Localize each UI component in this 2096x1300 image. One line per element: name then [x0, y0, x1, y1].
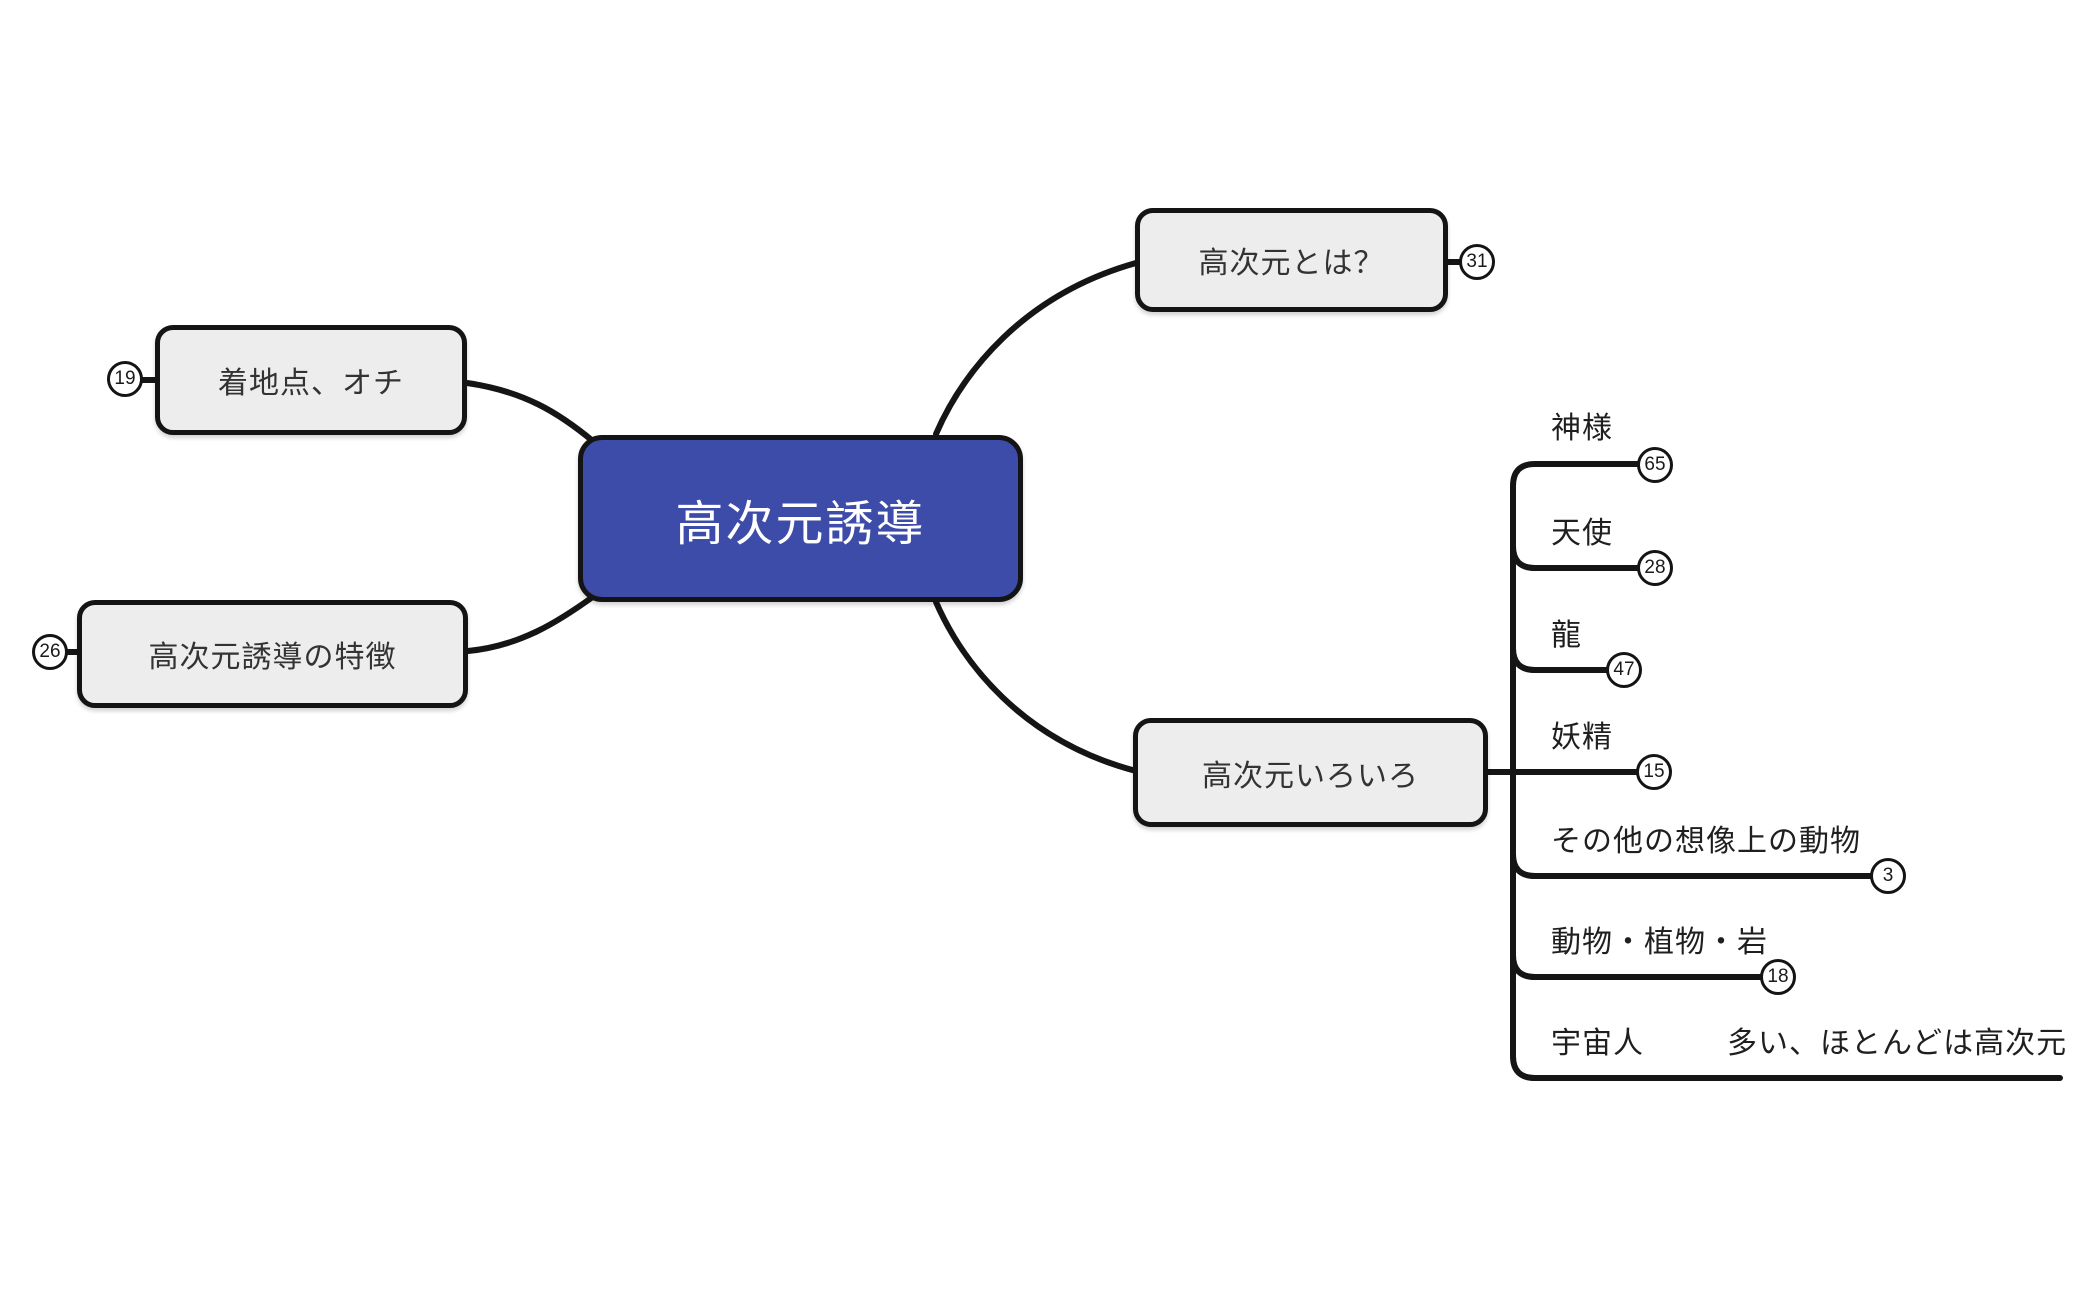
- edge-animals-plants-rocks: [1510, 952, 1766, 980]
- central-topic-label: 高次元誘導: [675, 497, 926, 551]
- count-badge-gods[interactable]: 65: [1637, 447, 1673, 483]
- node-landing-point[interactable]: 着地点、オチ: [155, 325, 467, 435]
- count-badge-animals-plants-rocks[interactable]: 18: [1760, 959, 1796, 995]
- edge-angels: [1510, 543, 1642, 571]
- edge-other-imaginary: [1510, 851, 1876, 879]
- node-landing-point-label: 着地点、オチ: [218, 367, 404, 400]
- node-what-is[interactable]: 高次元とは？: [1135, 208, 1448, 312]
- note-aliens-detail[interactable]: 多い、ほとんどは高次元: [1727, 1027, 2068, 1060]
- subtopic-dragon[interactable]: 龍: [1551, 619, 1582, 652]
- count-badge-other-imaginary-animals[interactable]: 3: [1870, 858, 1906, 894]
- subtopic-fairy[interactable]: 妖精: [1551, 721, 1613, 754]
- node-features[interactable]: 高次元誘導の特徴: [77, 600, 468, 708]
- subtopic-other-imaginary-animals[interactable]: その他の想像上の動物: [1551, 825, 1861, 858]
- edge-dragon: [1510, 645, 1611, 673]
- subtopic-gods[interactable]: 神様: [1551, 412, 1613, 445]
- subtopic-animals-plants-rocks[interactable]: 動物・植物・岩: [1551, 926, 1768, 959]
- edge-root-to-what-is: [933, 260, 1139, 437]
- edge-root-to-features: [465, 593, 597, 654]
- count-badge-angels[interactable]: 28: [1637, 550, 1673, 586]
- central-topic[interactable]: 高次元誘導: [578, 435, 1023, 602]
- node-various[interactable]: 高次元いろいろ: [1133, 718, 1488, 827]
- edge-root-to-landing: [464, 380, 597, 445]
- count-badge-dragon[interactable]: 47: [1606, 652, 1642, 688]
- count-badge-fairy[interactable]: 15: [1636, 754, 1672, 790]
- node-features-label: 高次元誘導の特徴: [148, 641, 397, 674]
- subtopic-aliens[interactable]: 宇宙人: [1551, 1027, 1644, 1060]
- node-what-is-label: 高次元とは？: [1198, 247, 1385, 280]
- count-badge-features[interactable]: 26: [32, 634, 68, 670]
- edge-root-to-various: [933, 599, 1139, 774]
- count-badge-what-is[interactable]: 31: [1459, 244, 1495, 280]
- subtopic-angels[interactable]: 天使: [1551, 517, 1613, 550]
- count-badge-landing-point[interactable]: 19: [107, 361, 143, 397]
- node-various-label: 高次元いろいろ: [1202, 759, 1419, 793]
